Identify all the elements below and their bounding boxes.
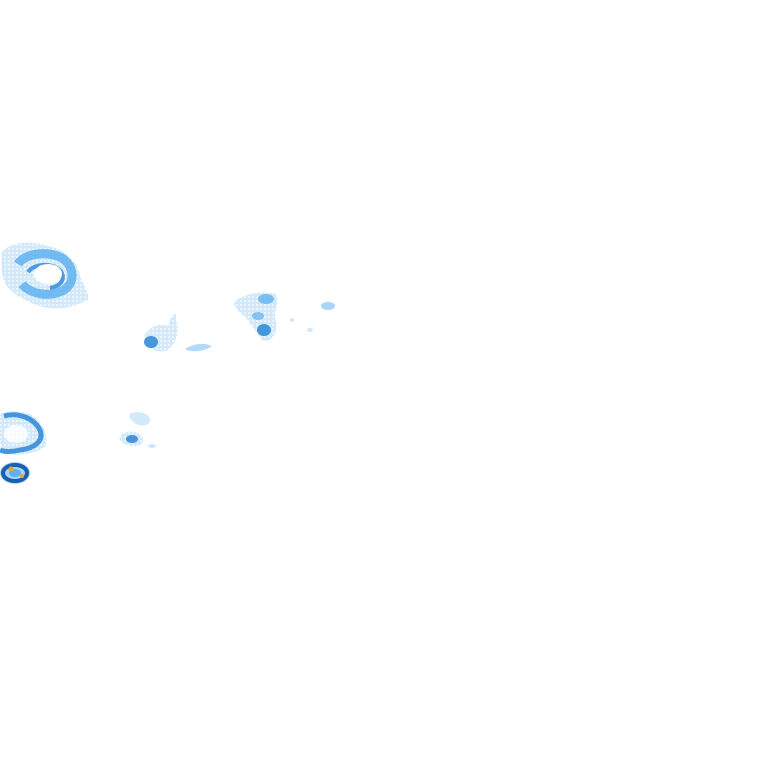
speck-east	[290, 302, 335, 332]
core-cell-southwest-hotspot-a	[8, 466, 14, 472]
core-cell-southwest-hotspot-b	[20, 474, 24, 478]
speck-east-b	[307, 328, 313, 332]
cluster-center-core-a	[257, 324, 271, 336]
small-cell-south	[119, 411, 156, 448]
ring-cell-west	[1, 242, 89, 309]
core-cell-southwest-ring	[1, 463, 29, 483]
ring-cell-west-eye	[34, 264, 62, 284]
small-cell-center-left	[144, 313, 212, 352]
speck-east-c	[290, 318, 294, 322]
core-cell-southwest	[0, 462, 30, 484]
speck-east-a	[321, 302, 335, 310]
ring-cell-southwest-eye	[4, 425, 28, 443]
cluster-center-core-c	[252, 312, 264, 320]
small-cell-center-left-core	[144, 336, 158, 348]
ring-cell-southwest	[0, 411, 47, 455]
cluster-center	[234, 292, 278, 341]
small-cell-south-trail	[148, 444, 156, 448]
ring-cell-southwest-band	[0, 412, 44, 454]
cluster-center-core-b	[258, 294, 274, 304]
small-cell-south-upper	[129, 411, 151, 426]
ring-cell-west-band	[14, 249, 77, 299]
small-cell-center-left-tail	[186, 343, 212, 352]
small-cell-south-core	[126, 435, 138, 443]
